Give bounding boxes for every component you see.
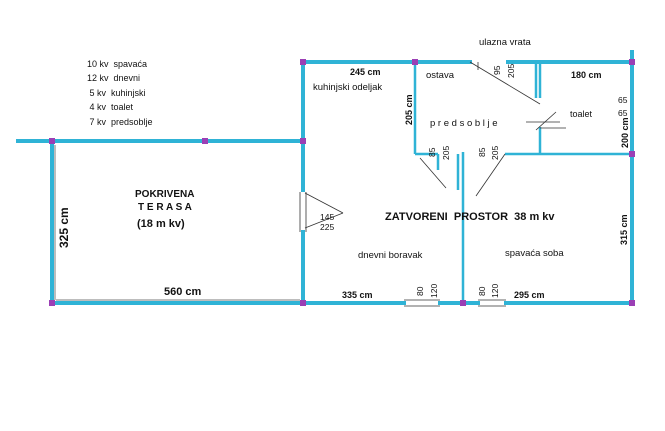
dim-terrace-door-b: 225 [320, 222, 334, 232]
wall-joints [49, 59, 635, 306]
dim-window-1-a: 80 [415, 286, 425, 296]
room-label-kitchen: kuhinjski odeljak [313, 82, 382, 93]
joint [202, 138, 208, 144]
room-label-bedroom: spavaća soba [505, 248, 564, 259]
terrace-walls [16, 139, 305, 305]
room-label-living: dnevni boravak [358, 250, 423, 261]
terrace-area: (18 m kv) [137, 218, 185, 230]
hall-door-1-swing [419, 157, 447, 189]
joint [49, 138, 55, 144]
joint [629, 59, 635, 65]
dim-kitchen-width: 245 cm [350, 67, 381, 77]
dim-toilet-door-a: 65 [618, 95, 628, 105]
legend-item-living: 12 kv dnevni [87, 73, 140, 83]
room-label-hall: p r e d s o b l j e [430, 118, 498, 129]
openings [299, 61, 566, 307]
joint [629, 151, 635, 157]
dim-terrace-door-a: 145 [320, 212, 334, 222]
room-label-storage: ostava [426, 70, 455, 81]
dim-hall-door-2-a: 85 [477, 147, 487, 157]
dim-entrance-door-b: 205 [506, 64, 516, 78]
building-walls [301, 50, 634, 305]
dim-toilet-door-b: 65 [618, 108, 628, 118]
dim-bedroom-height: 315 cm [619, 214, 629, 245]
terrace-title-line1: POKRIVENA [135, 189, 194, 200]
joint [300, 138, 306, 144]
toilet-door-swing [535, 111, 557, 131]
joint [460, 300, 466, 306]
room-label-entrance: ulazna vrata [479, 37, 531, 48]
closed-space-label: ZATVORENI PROSTOR 38 m kv [385, 211, 555, 223]
hall-door-2-swing [475, 153, 506, 197]
dim-hall-door-1-b: 205 [441, 146, 451, 160]
joint [629, 300, 635, 306]
terrace-width-label: 560 cm [164, 286, 202, 298]
dim-right-height: 200 cm [620, 117, 630, 148]
dim-window-2-b: 120 [490, 284, 500, 298]
terrace-door-swing-2 [304, 212, 344, 229]
dim-window-2-a: 80 [477, 286, 487, 296]
room-label-toilet: toalet [570, 109, 593, 119]
dim-top-right-width: 180 cm [571, 70, 602, 80]
legend-item-hall: 7 kv predsoblje [87, 117, 153, 127]
terrace-door-swing-1 [304, 192, 344, 214]
dim-bottom-left-width: 335 cm [342, 290, 373, 300]
joint [412, 59, 418, 65]
terrace-title-line2: T E R A S A [138, 202, 192, 213]
dim-hall-door-1-a: 85 [427, 147, 437, 157]
entrance-door-swing [469, 61, 541, 105]
area-legend: 10 kv spavaća 12 kv dnevni 5 kv kuhinjsk… [87, 59, 153, 127]
legend-item-kitchen: 5 kv kuhinjski [87, 88, 146, 98]
terrace-height-label: 325 cm [57, 207, 71, 248]
legend-item-toilet: 4 kv toalet [87, 102, 134, 112]
dim-hall-door-2-b: 205 [490, 146, 500, 160]
joint [300, 300, 306, 306]
joint [49, 300, 55, 306]
dim-entrance-door-a: 95 [492, 65, 502, 75]
dim-bottom-right-width: 295 cm [514, 290, 545, 300]
dim-hall-height: 205 cm [404, 94, 414, 125]
dim-window-1-b: 120 [429, 284, 439, 298]
joint [300, 59, 306, 65]
legend-item-bedroom: 10 kv spavaća [87, 59, 147, 69]
